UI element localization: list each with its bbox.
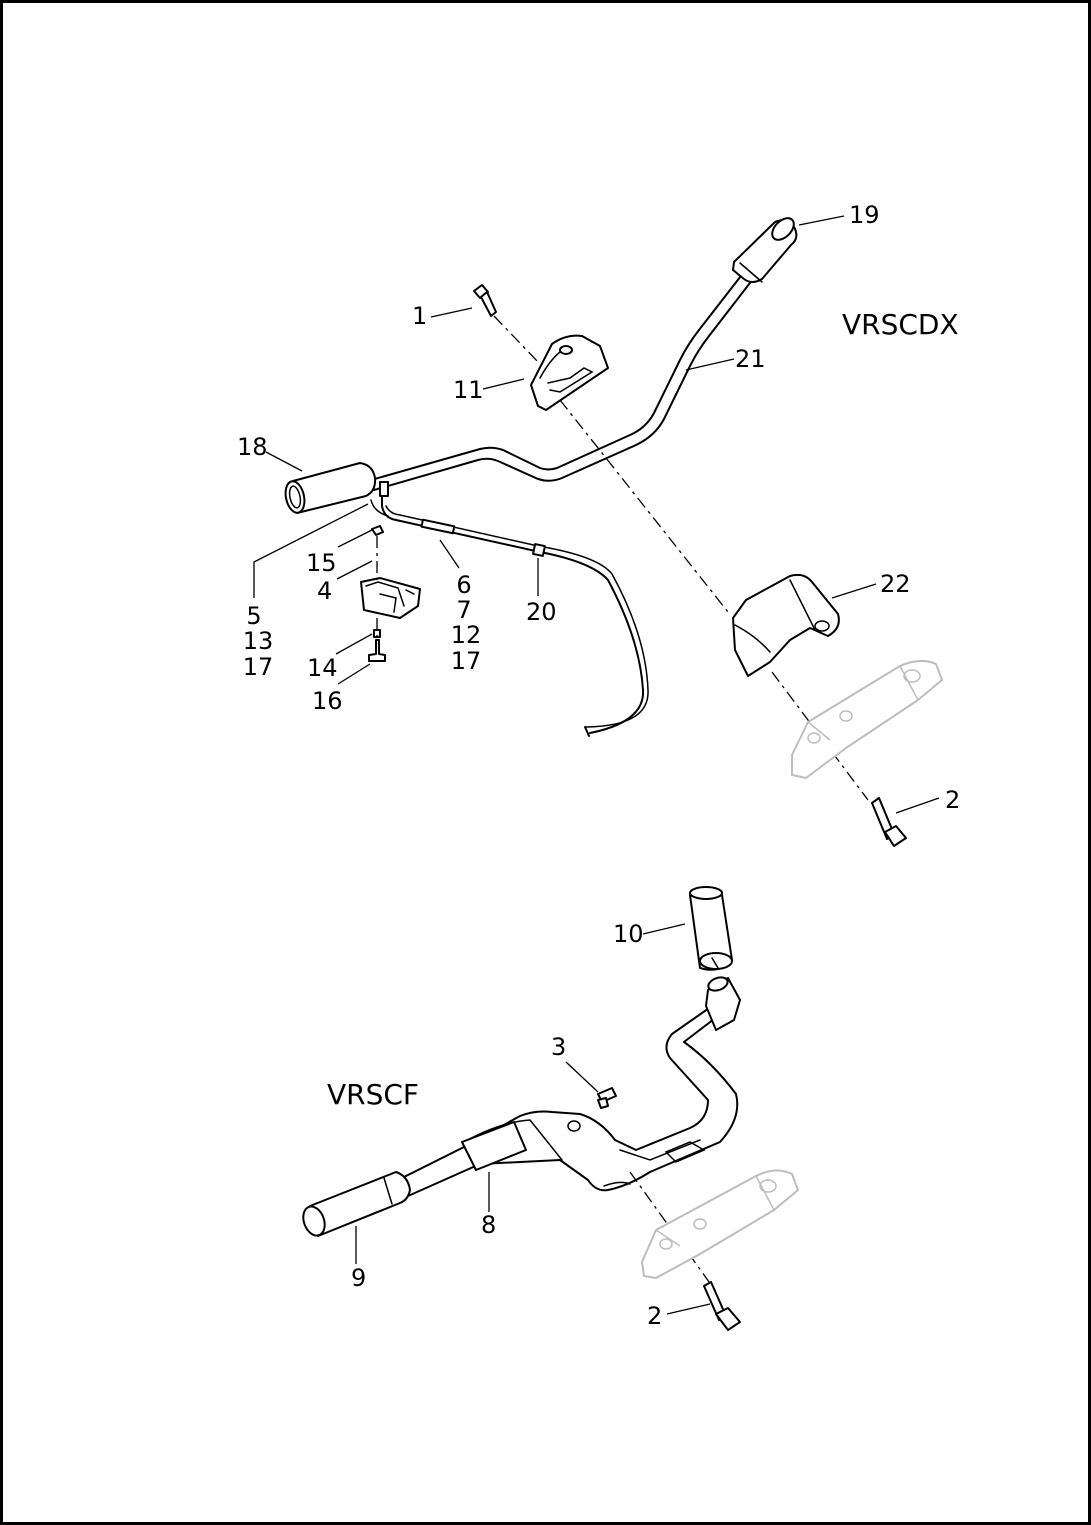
callout-10: 10 (613, 920, 644, 948)
callout-17-left: 17 (242, 653, 274, 681)
callout-2-lower: 2 (647, 1302, 663, 1330)
callout-22: 22 (880, 570, 911, 598)
ghost-clamp-lower (641, 1169, 799, 1279)
model-label-vrscdx: VRSCDX (842, 308, 959, 341)
callout-14: 14 (307, 654, 338, 682)
riser-22 (732, 573, 840, 677)
leader-lines (253, 215, 940, 1315)
handlebar-vrscf (403, 1005, 739, 1197)
bolt-2-lower (703, 1281, 741, 1331)
ghost-clamp-upper (791, 660, 943, 779)
callout-2-upper: 2 (945, 786, 961, 814)
callout-15: 15 (306, 549, 337, 577)
left-grip-vrscdx (284, 462, 377, 514)
cable-harness (370, 481, 649, 737)
callout-11: 11 (453, 376, 484, 404)
screw-16 (368, 639, 386, 662)
callout-18: 18 (237, 433, 268, 461)
small-clip-15 (371, 525, 384, 536)
callout-12: 12 (450, 621, 482, 649)
callout-13: 13 (242, 627, 274, 655)
switch-housing (360, 577, 421, 619)
left-grip-vrscf (302, 1121, 527, 1237)
bolt-1 (473, 284, 497, 317)
callout-8: 8 (481, 1211, 497, 1239)
callout-17-right: 17 (450, 647, 482, 675)
callout-19: 19 (849, 201, 880, 229)
callout-9: 9 (351, 1264, 367, 1292)
callout-3: 3 (551, 1033, 567, 1061)
callout-4: 4 (317, 577, 333, 605)
callout-16: 16 (312, 687, 343, 715)
model-label-vrscf: VRSCF (327, 1078, 420, 1111)
callout-5: 5 (246, 602, 262, 630)
callout-7: 7 (456, 596, 472, 624)
callout-6: 6 (456, 571, 472, 599)
bolt-2-upper (871, 797, 907, 847)
callout-1: 1 (412, 302, 428, 330)
callout-20: 20 (526, 598, 557, 626)
screw-3 (597, 1087, 617, 1109)
right-grip-vrscdx (732, 217, 798, 283)
grip-10 (689, 886, 733, 971)
riser-cap-11 (530, 334, 609, 411)
callout-21: 21 (735, 345, 766, 373)
